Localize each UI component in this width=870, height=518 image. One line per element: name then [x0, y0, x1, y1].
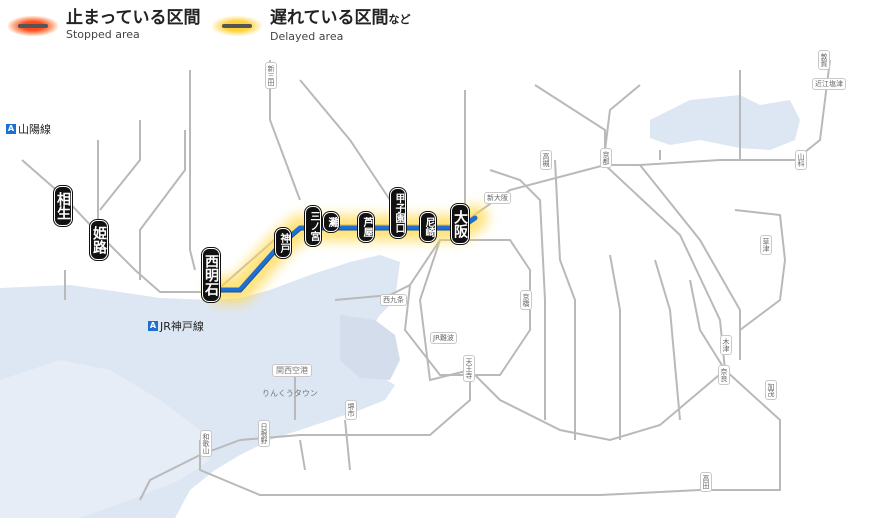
line-tag-sanyo[interactable]: A 山陽線 — [6, 121, 51, 137]
station-kansai-airport[interactable]: 関西空港 — [272, 364, 312, 377]
station-aioi[interactable]: 相生 — [54, 186, 72, 226]
station-nishi-akashi[interactable]: 西明石 — [202, 248, 220, 302]
station-nada[interactable]: 灘 — [323, 212, 339, 232]
station-tsuruga[interactable]: 敦賀 — [818, 50, 830, 70]
station-tennoji[interactable]: 天王寺 — [463, 355, 475, 382]
stopped-label-ja: 止まっている区間 — [66, 8, 201, 28]
station-sakai[interactable]: 堺市 — [345, 400, 357, 420]
legend-delayed: 遅れている区間など Delayed area — [212, 8, 411, 48]
stopped-label-en: Stopped area — [66, 28, 140, 41]
station-takada[interactable]: 高田 — [700, 472, 712, 492]
station-koshienguchi[interactable]: 甲子園口 — [390, 188, 406, 238]
line-badge-icon: A — [148, 321, 158, 331]
station-kobe[interactable]: 神戸 — [275, 228, 291, 258]
line-badge-icon: A — [6, 124, 16, 134]
lake — [650, 95, 800, 150]
station-hineno[interactable]: 日根野 — [258, 420, 270, 447]
station-himeji[interactable]: 姫路 — [90, 220, 108, 260]
legend-stopped: 止まっている区間 Stopped area — [8, 8, 200, 48]
station-amagasaki[interactable]: 尼崎 — [420, 212, 436, 242]
station-takatsuki[interactable]: 高槻 — [540, 150, 552, 170]
station-shin-sanda[interactable]: 新三田 — [265, 62, 277, 89]
sea — [0, 255, 400, 518]
station-kyoto[interactable]: 京都 — [600, 148, 612, 168]
station-kamo[interactable]: 加茂 — [765, 380, 777, 400]
line-tag-kobe[interactable]: A JR神戸線 — [148, 318, 204, 334]
line-tag-sanyo-label: 山陽線 — [18, 123, 51, 136]
station-omi-shiotsu[interactable]: 近江塩津 — [812, 78, 846, 90]
stopped-swatch — [8, 16, 58, 36]
station-kyobashi[interactable]: 京橋 — [520, 290, 532, 310]
station-sannomiya[interactable]: 三ノ宮 — [305, 206, 321, 246]
station-osaka[interactable]: 大阪 — [451, 204, 469, 244]
station-nara[interactable]: 奈良 — [718, 365, 730, 385]
station-kizu[interactable]: 木津 — [720, 335, 732, 355]
station-jr-namba[interactable]: JR難波 — [430, 332, 457, 344]
station-wakayama[interactable]: 和歌山 — [200, 430, 212, 457]
station-rinku-town[interactable]: りんくうタウン — [262, 389, 318, 398]
delayed-label-en: Delayed area — [270, 30, 344, 43]
station-kusatsu[interactable]: 草津 — [760, 235, 772, 255]
station-yamashina[interactable]: 山科 — [795, 150, 807, 170]
delayed-swatch — [212, 16, 262, 36]
line-tag-kobe-label: JR神戸線 — [160, 320, 204, 333]
station-ashiya[interactable]: 芦屋 — [358, 212, 374, 242]
station-nishikujo[interactable]: 西九条 — [380, 294, 407, 306]
delayed-label-ja: 遅れている区間など — [270, 8, 411, 28]
station-shin-osaka[interactable]: 新大阪 — [484, 192, 511, 204]
